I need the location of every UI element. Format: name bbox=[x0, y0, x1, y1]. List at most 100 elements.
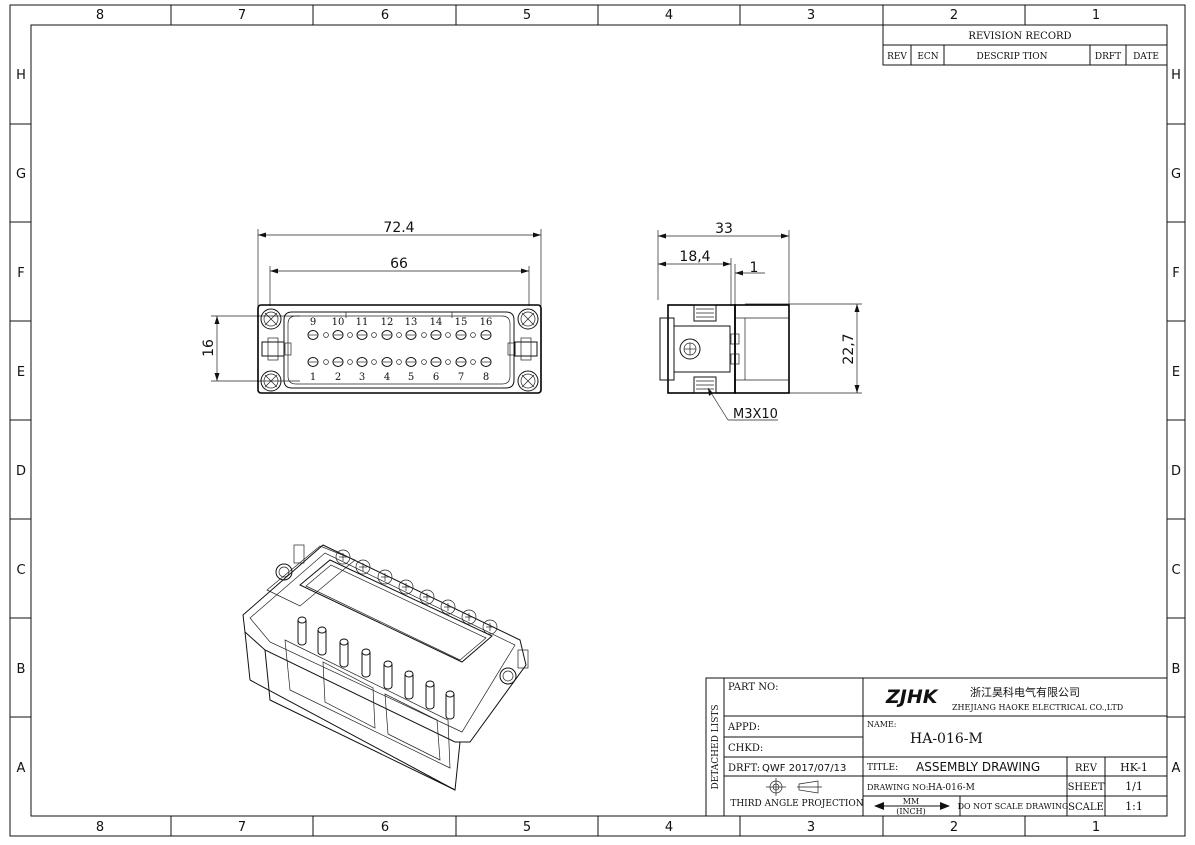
iso-corner-screw-icon bbox=[275, 544, 529, 685]
zone-col-label: 1 bbox=[1092, 8, 1100, 23]
contact-pins-top bbox=[307, 330, 492, 340]
revision-header-drft: DRFT bbox=[1095, 52, 1121, 62]
zone-col-label: 1 bbox=[1092, 820, 1100, 835]
zone-row-label: A bbox=[17, 761, 26, 776]
title-label: TITLE: bbox=[867, 763, 898, 773]
zone-row-label: G bbox=[16, 167, 26, 182]
zone-col-label: 7 bbox=[238, 820, 246, 835]
pin-contact-icon bbox=[405, 330, 417, 340]
pin-contact-icon bbox=[332, 357, 344, 367]
side-housing bbox=[667, 304, 736, 394]
pin-label: 1 bbox=[310, 372, 316, 383]
dim-pitch-width: 66 bbox=[390, 256, 408, 272]
dim-overall-width: 72.4 bbox=[383, 220, 414, 236]
corner-screw-icon bbox=[260, 370, 282, 392]
zone-row-dividers bbox=[10, 123, 1185, 718]
revision-record-table: REVISION RECORD REV ECN DESCRIP TION DRF… bbox=[882, 24, 1168, 66]
company-name-en: ZHEJIANG HAOKE ELECTRICAL CO.,LTD bbox=[952, 703, 1123, 712]
zone-column-labels-top: 8 7 6 5 4 3 2 1 bbox=[96, 8, 1100, 23]
sheet-value: 1/1 bbox=[1125, 780, 1143, 793]
detached-lists-label: DETACHED LISTS bbox=[711, 704, 721, 789]
zone-col-label: 8 bbox=[96, 8, 104, 23]
zone-row-label: E bbox=[17, 365, 25, 380]
drawing-no-label: DRAWING NO: bbox=[867, 783, 928, 792]
zone-row-label: F bbox=[17, 266, 24, 281]
zone-col-label: 5 bbox=[523, 8, 531, 23]
sheet-label: SHEET bbox=[1068, 782, 1105, 793]
revision-header-rev: REV bbox=[887, 52, 907, 62]
iso-terminal-screw-icon bbox=[335, 549, 498, 635]
zone-row-label: H bbox=[1171, 68, 1181, 83]
pin-label: 8 bbox=[483, 372, 489, 383]
pin-contact-icon bbox=[356, 330, 368, 340]
pin-label: 3 bbox=[359, 372, 365, 383]
zone-col-label: 2 bbox=[950, 820, 958, 835]
pin-contact-icon bbox=[307, 357, 319, 367]
chkd-label: CHKD: bbox=[728, 743, 763, 754]
zone-col-label: 5 bbox=[523, 820, 531, 835]
zone-row-label: G bbox=[1171, 167, 1181, 182]
zone-col-label: 4 bbox=[665, 820, 673, 835]
pin-label: 10 bbox=[332, 317, 345, 328]
pin-contact-icon bbox=[307, 330, 319, 340]
pin-label: 4 bbox=[384, 372, 390, 383]
title-value: ASSEMBLY DRAWING bbox=[916, 760, 1040, 774]
zone-row-label: E bbox=[1172, 365, 1180, 380]
latch-peg-right bbox=[507, 337, 538, 361]
zone-row-label: A bbox=[1172, 761, 1181, 776]
zone-col-label: 6 bbox=[381, 8, 389, 23]
pin-contact-icon bbox=[430, 357, 442, 367]
revision-header-date: DATE bbox=[1133, 52, 1159, 62]
pin-contact-icon bbox=[356, 357, 368, 367]
rev-value: HK-1 bbox=[1120, 761, 1148, 774]
zone-row-label: C bbox=[16, 563, 25, 578]
company-logo: ZJHK bbox=[885, 686, 939, 708]
zone-row-label: C bbox=[1171, 563, 1180, 578]
units-mm: MM bbox=[903, 797, 919, 806]
zone-column-labels-bottom: 8 7 6 5 4 3 2 1 bbox=[96, 820, 1100, 835]
revision-header-ecn: ECN bbox=[917, 52, 938, 62]
screw-bottom bbox=[693, 376, 717, 394]
pin-label: 2 bbox=[335, 372, 341, 383]
pin-contact-icon bbox=[381, 330, 393, 340]
isometric-view bbox=[242, 544, 529, 791]
drft-label: DRFT: bbox=[728, 763, 760, 774]
zone-row-label: F bbox=[1172, 266, 1179, 281]
contact-pins-bottom bbox=[307, 357, 492, 367]
dim-front-height: 16 bbox=[201, 339, 217, 357]
zone-col-label: 2 bbox=[950, 8, 958, 23]
part-no-label: PART NO: bbox=[728, 682, 779, 693]
scale-label: SCALE bbox=[1068, 802, 1104, 813]
pin-label: 13 bbox=[405, 317, 418, 328]
no-scale-note: DO NOT SCALE DRAWING bbox=[958, 802, 1069, 811]
pin-contact-icon bbox=[405, 357, 417, 367]
zone-row-labels-right: H G F E D C B A bbox=[1171, 68, 1181, 776]
pin-contact-icon bbox=[381, 357, 393, 367]
revision-record-title: REVISION RECORD bbox=[968, 31, 1071, 42]
zone-row-label: H bbox=[16, 68, 26, 83]
company-name-cn: 浙江昊科电气有限公司 bbox=[970, 685, 1080, 699]
zone-column-dividers bbox=[170, 5, 1026, 836]
pin-contact-icon bbox=[332, 330, 344, 340]
front-view: 72.4 66 16 bbox=[201, 220, 542, 394]
screw-top bbox=[693, 304, 717, 322]
pin-label: 11 bbox=[356, 317, 369, 328]
zone-row-labels-left: H G F E D C B A bbox=[16, 68, 26, 776]
housing-outline bbox=[257, 304, 542, 394]
zone-row-label: D bbox=[16, 464, 26, 479]
pin-label: 5 bbox=[408, 372, 414, 383]
zone-row-label: B bbox=[1172, 662, 1181, 677]
dim-side-height: 22,7 bbox=[841, 333, 857, 364]
pin-contact-icon bbox=[430, 330, 442, 340]
revision-header-description: DESCRIP TION bbox=[977, 52, 1048, 62]
corner-screw-icon bbox=[260, 308, 282, 330]
insert-face bbox=[283, 311, 515, 389]
pin-contact-icon bbox=[455, 357, 467, 367]
projection-label: THIRD ANGLE PROJECTION bbox=[730, 799, 863, 809]
terminal-screw-icon bbox=[679, 338, 701, 360]
units-inch: (INCH) bbox=[896, 807, 926, 816]
title-block: DETACHED LISTS PART NO: APPD: CHKD: DRFT… bbox=[705, 677, 1168, 817]
pin-label: 12 bbox=[381, 317, 394, 328]
name-label: NAME: bbox=[867, 720, 897, 729]
